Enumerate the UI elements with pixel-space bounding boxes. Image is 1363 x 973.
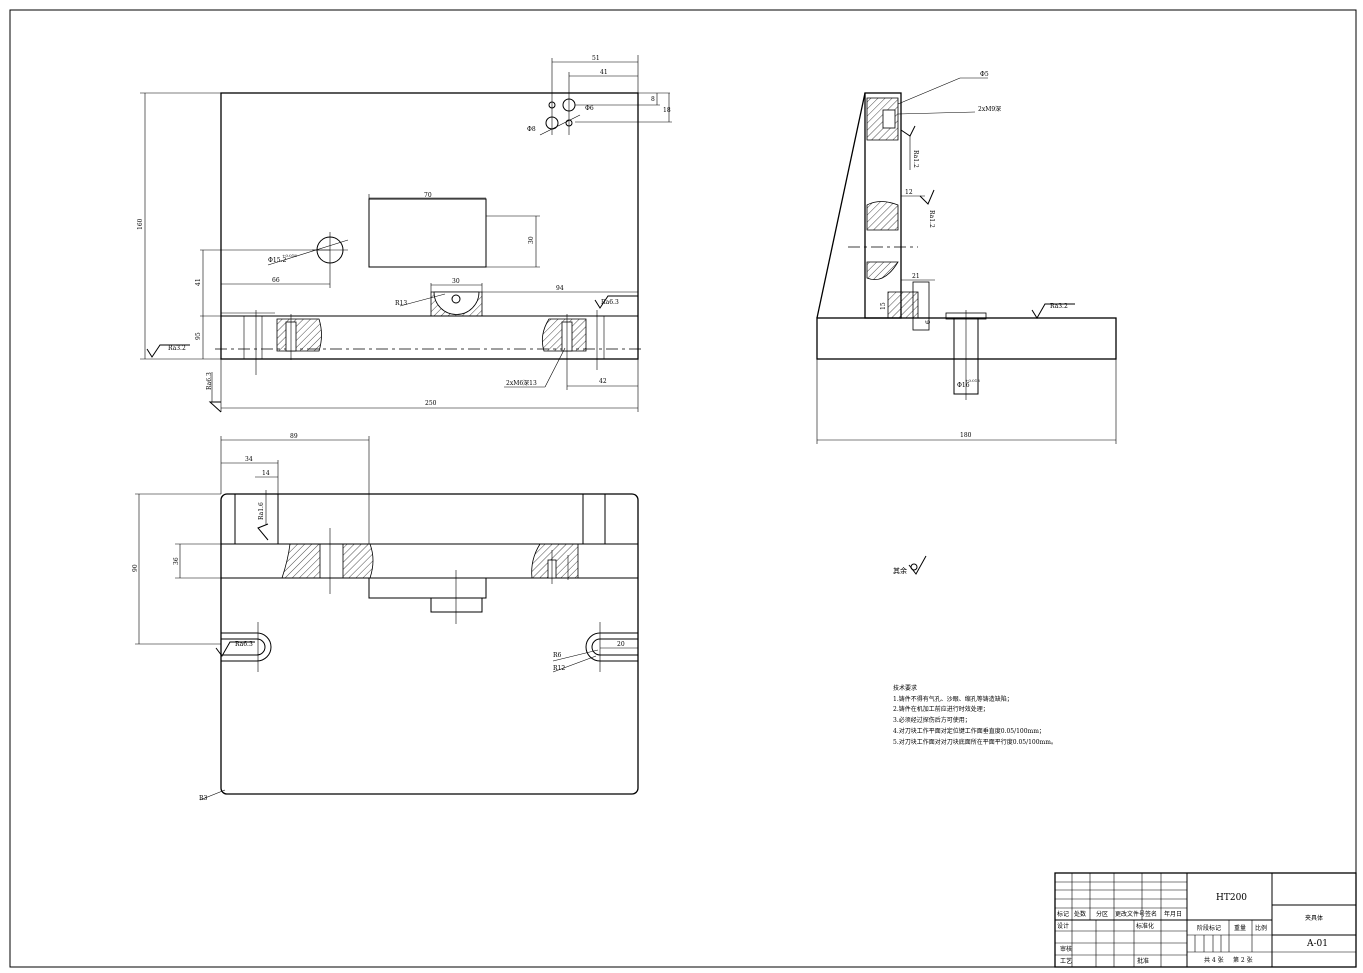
dim-30-v: 30 xyxy=(528,236,535,244)
tech-item: 3.必须经过探伤后方可使用； xyxy=(893,716,971,724)
dim-8: 8 xyxy=(651,96,655,103)
tb-label: 标记 xyxy=(1057,910,1069,918)
label-r13: R13 xyxy=(395,300,407,307)
front-body-outline xyxy=(220,92,639,360)
tb-process: 工艺 xyxy=(1060,957,1072,965)
material: HT200 xyxy=(1216,893,1247,903)
label-ra63: Ra6.3 xyxy=(601,299,619,306)
label-phi15-tol: +0.018 xyxy=(282,253,297,258)
dim-21: 21 xyxy=(912,273,920,280)
label-thread2: 2xM9深 xyxy=(978,105,1001,113)
tb-approve: 批准 xyxy=(1137,957,1149,965)
dim-66: 66 xyxy=(272,277,280,284)
tech-item: 2.铸件在机加工前应进行时效处理； xyxy=(893,705,989,713)
label-ra16: Ra1.6 xyxy=(258,502,265,520)
tb-weight: 重量 xyxy=(1234,924,1246,932)
slot-left xyxy=(221,632,272,662)
dim-41: 41 xyxy=(600,69,608,76)
dim-94: 94 xyxy=(556,285,564,292)
tech-item: 4.对刀块工作平面对定位键工作面垂直度0.05/100mm； xyxy=(893,727,1045,735)
side-upright xyxy=(864,92,902,319)
tb-sheet: 第 2 张 xyxy=(1233,956,1253,964)
tech-item: 5.对刀块工作面对对刀块底面所在平面平行度0.05/100mm。 xyxy=(893,738,1057,746)
label-phi15: Φ15.2 xyxy=(268,257,286,264)
tech-requirements: 技术要求 1.铸件不得有气孔、沙眼、缩孔等铸造缺陷； 2.铸件在机加工前应进行时… xyxy=(893,684,1057,746)
top-hatch-2 xyxy=(342,543,374,579)
dim-36: 36 xyxy=(173,557,180,565)
dim-70: 70 xyxy=(424,192,432,199)
side-base xyxy=(816,317,1117,360)
label-ra32: Ra3.2 xyxy=(168,345,186,352)
label-r6: R6 xyxy=(553,652,562,659)
tb-scale: 比例 xyxy=(1255,924,1267,932)
label-ra63-top: Ra6.3 xyxy=(235,641,253,648)
dim-20: 20 xyxy=(617,641,625,648)
slot-right xyxy=(585,632,638,662)
label-ra63b: Ra6.3 xyxy=(206,372,213,390)
rest-roughness-label: 其余 xyxy=(893,566,907,575)
tb-label: 年月日 xyxy=(1164,910,1182,918)
part-name: 夹具体 xyxy=(1305,914,1323,922)
side-hatch-low xyxy=(866,261,899,281)
label-ra12b: Ra1.2 xyxy=(928,210,935,228)
tb-label: 签名 xyxy=(1145,910,1157,918)
label-phi16: Φ16 xyxy=(957,382,970,389)
label-ra32-side: Ra3.2 xyxy=(1050,303,1068,310)
side-hatch-top xyxy=(866,97,899,141)
dim-250: 250 xyxy=(425,400,437,407)
dim-18: 18 xyxy=(663,107,671,114)
dim-6: 6 xyxy=(925,320,932,324)
top-view: 20 R6 R12 Ra6.3 R3 89 34 14 Ra1.6 90 36 xyxy=(132,433,639,802)
tb-stage: 阶段标记 xyxy=(1197,924,1221,932)
front-view: 51 41 8 18 Φ6 Φ8 160 70 30 Φ15.2 +0.018 … xyxy=(137,55,672,413)
tb-label: 分区 xyxy=(1096,910,1108,918)
tb-label: 处数 xyxy=(1074,910,1086,918)
tb-check: 审核 xyxy=(1060,945,1072,953)
tb-standard: 标准化 xyxy=(1136,922,1154,930)
dim-30-key: 30 xyxy=(452,278,460,285)
label-phi6: Φ6 xyxy=(585,105,594,112)
block-rect xyxy=(368,198,487,268)
dim-51: 51 xyxy=(592,55,600,62)
title-block: HT200 夹具体 A-01 标记 处数 分区 更改文件号 签名 年月日 设计 … xyxy=(1054,872,1357,968)
label-thread: 2xM6深13 xyxy=(506,379,537,387)
label-phi5: Φ5 xyxy=(980,71,989,78)
side-hatch-mid xyxy=(866,201,899,231)
dim-160: 160 xyxy=(137,218,144,230)
dim-34: 34 xyxy=(245,456,253,463)
dim-15: 15 xyxy=(880,302,887,310)
tb-label: 更改文件号 xyxy=(1115,910,1145,918)
side-view: Φ16 +0.018 Φ5 2xM9深 Ra1.2 12 Ra1.2 21 15… xyxy=(816,71,1117,444)
top-body-outline xyxy=(220,493,639,795)
dim-90: 90 xyxy=(132,564,139,572)
label-phi16-tol: +0.018 xyxy=(965,378,980,383)
side-hatch-key xyxy=(887,291,919,319)
dim-12: 12 xyxy=(905,189,913,196)
dim-41-v: 41 xyxy=(195,278,202,286)
dim-180: 180 xyxy=(960,432,972,439)
label-r3: R3 xyxy=(199,795,208,802)
label-phi8: Φ8 xyxy=(527,126,536,133)
tech-item: 1.铸件不得有气孔、沙眼、缩孔等铸造缺陷； xyxy=(893,695,1013,703)
top-hatch-1 xyxy=(281,543,321,579)
label-r12: R12 xyxy=(553,665,565,672)
dim-14: 14 xyxy=(262,470,270,477)
thread-section-left xyxy=(276,318,322,352)
label-ra12a: Ra1.2 xyxy=(912,150,919,168)
sheet-border xyxy=(9,9,1357,968)
tb-design: 设计 xyxy=(1057,922,1069,930)
drawing-no: A-01 xyxy=(1306,939,1328,949)
tech-title: 技术要求 xyxy=(893,684,917,692)
dim-42: 42 xyxy=(599,378,607,385)
tb-total: 共 4 张 xyxy=(1204,956,1224,964)
dim-89: 89 xyxy=(290,433,298,440)
dim-95: 95 xyxy=(195,332,202,340)
